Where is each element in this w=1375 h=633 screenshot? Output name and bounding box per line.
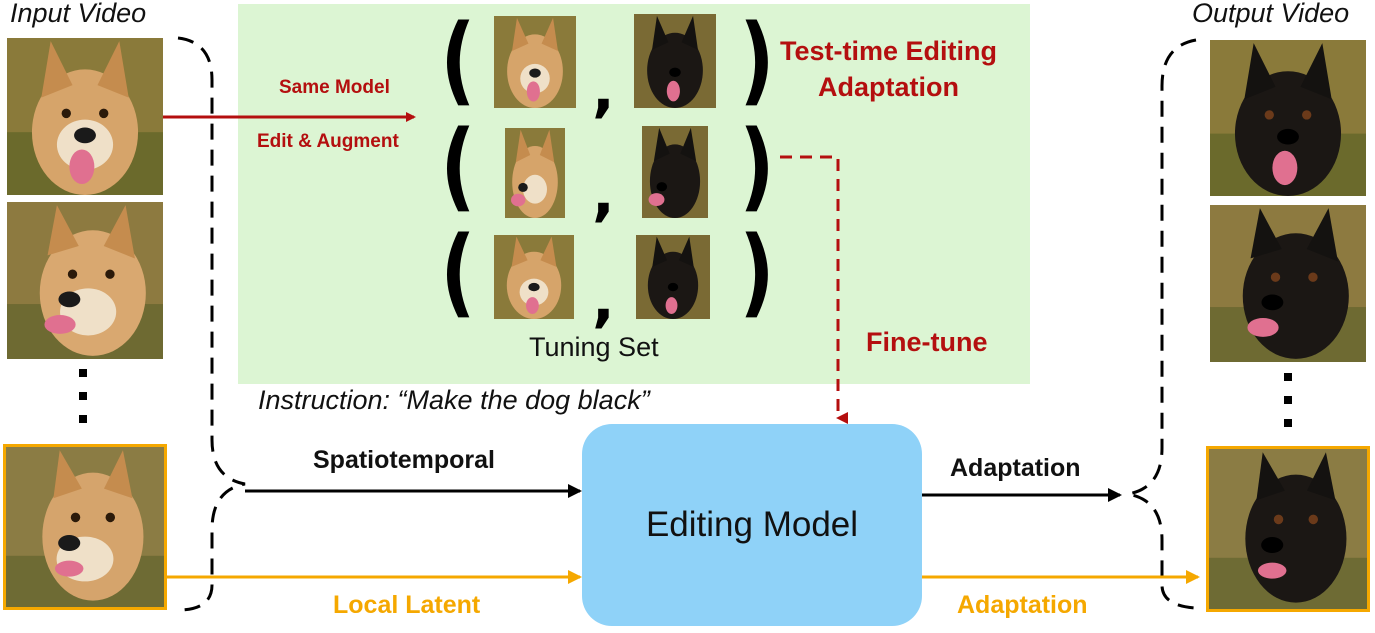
vertical-dots-icon (1284, 373, 1292, 427)
vertical-dots-icon (79, 369, 87, 423)
fine-tune-arrow (780, 155, 848, 424)
output-frame-2 (1210, 205, 1366, 362)
pair-1-open-paren: ( (440, 4, 476, 116)
adaptation-bottom-label: Adaptation (957, 591, 1088, 619)
pair-2-close-paren: ) (739, 110, 775, 222)
output-video-title: Output Video (1192, 0, 1350, 28)
input-frame-key (3, 444, 167, 610)
pair-1-comma: , (592, 55, 615, 125)
pair-1-edited-thumb (634, 14, 716, 108)
adaptation-top-label: Adaptation (950, 454, 1081, 482)
black-dog-image (642, 126, 708, 218)
input-video-title: Input Video (10, 0, 147, 28)
local-latent-label: Local Latent (333, 591, 481, 619)
pair-3-source-thumb (494, 235, 574, 319)
pair-2-source-thumb (505, 128, 565, 218)
pair-3-close-paren: ) (739, 216, 775, 328)
pair-2-edited-thumb (642, 126, 708, 218)
output-ellipsis (1283, 372, 1293, 432)
editing-model-label: Editing Model (645, 505, 859, 544)
fine-tune-label: Fine-tune (866, 327, 988, 357)
pair-1-source-thumb (494, 16, 576, 108)
test-time-label-line2: Adaptation (818, 72, 959, 102)
output-frame-1 (1210, 40, 1366, 196)
tan-dog-image (494, 235, 574, 319)
test-time-label-line1: Test-time Editing (780, 36, 998, 66)
black-dog-image (1210, 205, 1366, 362)
tan-dog-image (494, 16, 576, 108)
pair-3-comma: , (592, 265, 615, 335)
input-frame-1 (7, 38, 163, 195)
edit-augment-label: Edit & Augment (257, 131, 399, 152)
output-frame-key (1206, 446, 1370, 612)
pair-2-comma: , (592, 159, 615, 229)
same-model-label: Same Model (279, 77, 390, 98)
black-dog-image (636, 235, 710, 319)
input-brace (177, 36, 246, 612)
tuning-set-label: Tuning Set (529, 332, 659, 362)
editing-model-box: Editing Model (582, 424, 922, 626)
tan-dog-image (505, 128, 565, 218)
tan-dog-image (6, 447, 164, 607)
tan-dog-image (7, 202, 163, 359)
pair-1-close-paren: ) (739, 4, 775, 116)
black-dog-image (1209, 449, 1367, 609)
instruction-text: Instruction: “Make the dog black” (258, 385, 650, 415)
pair-3-open-paren: ( (440, 216, 476, 328)
black-dog-image (1210, 40, 1366, 196)
tan-dog-image (7, 38, 163, 195)
output-brace (1127, 38, 1197, 610)
input-ellipsis (78, 368, 88, 428)
black-dog-image (634, 14, 716, 108)
spatiotemporal-label: Spatiotemporal (313, 446, 495, 474)
pair-2-open-paren: ( (440, 110, 476, 222)
input-frame-2 (7, 202, 163, 359)
pair-3-edited-thumb (636, 235, 710, 319)
